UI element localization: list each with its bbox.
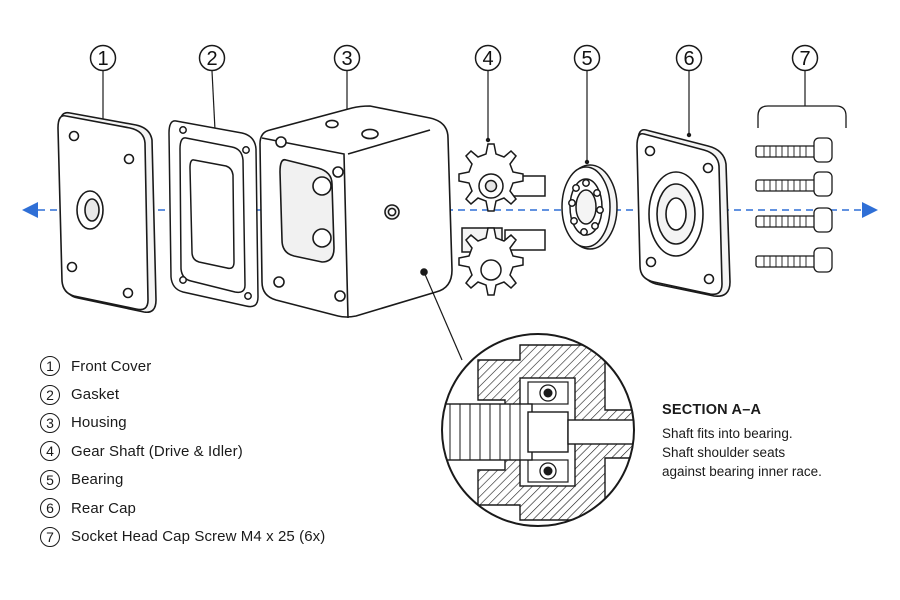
screw-1 [755, 137, 833, 163]
section-note: SECTION A–A Shaft fits into bearing. Sha… [662, 402, 882, 481]
legend-number: 2 [40, 384, 60, 405]
rear-cap [636, 128, 731, 298]
legend-number: 3 [40, 412, 60, 433]
section-line-1: Shaft fits into bearing. [662, 426, 793, 441]
callout-1-number: 1 [97, 48, 108, 70]
section-line-3: against bearing inner race. [662, 464, 822, 479]
section-a-a-detail [441, 333, 635, 527]
legend-item: 2 Gasket [40, 380, 325, 408]
legend-item: 7 Socket Head Cap Screw M4 x 25 (6x) [40, 522, 325, 550]
screw-3 [755, 207, 833, 233]
callout-4-number: 4 [482, 48, 493, 70]
legend-item: 5 Bearing [40, 466, 325, 494]
drive-gear [458, 143, 524, 212]
bearing [561, 164, 618, 250]
screw-2 [755, 171, 833, 197]
legend-number: 4 [40, 441, 60, 462]
front-cover [57, 111, 157, 314]
legend-label: Housing [71, 414, 127, 432]
callout-3-number: 3 [341, 48, 352, 70]
callout-5-number: 5 [581, 48, 592, 70]
screw-4 [755, 247, 833, 273]
legend-item: 4 Gear Shaft (Drive & Idler) [40, 437, 325, 465]
legend-item: 3 Housing [40, 409, 325, 437]
callout-7: 7 [757, 44, 847, 128]
legend-item: 1 Front Cover [40, 352, 325, 380]
legend-label: Socket Head Cap Screw M4 x 25 (6x) [71, 528, 326, 546]
callout-7-number: 7 [799, 48, 810, 70]
section-title: SECTION A–A [662, 402, 762, 418]
callout-2: 2 [198, 44, 226, 133]
callout-6-number: 6 [683, 48, 694, 70]
callout-3: 3 [333, 44, 361, 117]
callout-6: 6 [675, 44, 703, 138]
socket-head-cap-screws [755, 137, 833, 273]
legend-number: 7 [40, 526, 60, 547]
parts-legend: 1 Front Cover 2 Gasket 3 Housing 4 Gear Shaf… [40, 352, 325, 551]
legend-number: 6 [40, 498, 60, 519]
legend-label: Gasket [71, 386, 120, 404]
legend-number: 1 [40, 356, 60, 377]
section-line-2: Shaft shoulder seats [662, 445, 786, 460]
arrow-left-icon [22, 202, 38, 218]
housing [259, 105, 463, 361]
legend-item: 6 Rear Cap [40, 494, 325, 522]
idler-gear [458, 227, 524, 296]
callout-5: 5 [573, 44, 601, 165]
legend-label: Front Cover [71, 357, 152, 375]
gasket [168, 120, 259, 308]
legend-label: Gear Shaft (Drive & Idler) [71, 442, 243, 460]
callout-4: 4 [474, 44, 502, 143]
callout-1: 1 [89, 44, 117, 127]
arrow-right-icon [862, 202, 878, 218]
legend-number: 5 [40, 469, 60, 490]
callout-2-number: 2 [206, 48, 217, 70]
legend-label: Bearing [71, 471, 124, 489]
legend-label: Rear Cap [71, 499, 136, 517]
gear-shaft-assembly [458, 143, 546, 296]
